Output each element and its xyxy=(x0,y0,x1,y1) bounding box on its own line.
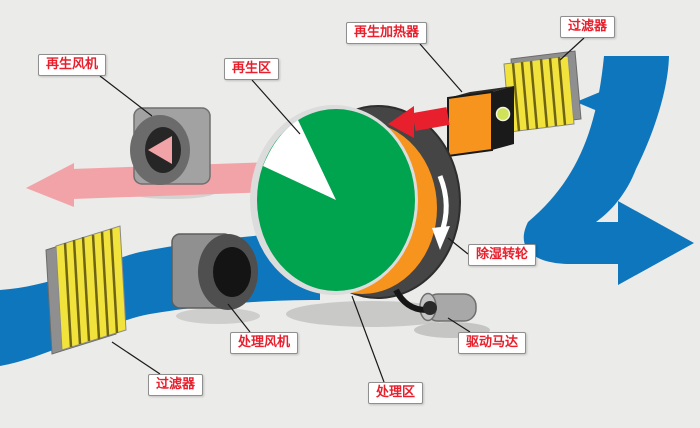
label-connectors xyxy=(99,37,585,383)
hot-air-arrow xyxy=(388,106,450,138)
regen-fan-flow-arrow xyxy=(148,136,172,164)
motor-pulley xyxy=(423,301,437,315)
filter-bottom-left xyxy=(45,225,127,355)
label-process-zone: 处理区 xyxy=(368,382,424,404)
label-filter-bottom: 过滤器 xyxy=(148,374,204,396)
label-desiccant-wheel: 除湿转轮 xyxy=(468,244,537,266)
label-regen-zone: 再生区 xyxy=(224,58,280,80)
label-regen-fan: 再生风机 xyxy=(38,54,107,76)
label-regen-heater: 再生加热器 xyxy=(346,22,428,44)
desiccant-wheel xyxy=(250,105,461,299)
label-process-fan: 处理风机 xyxy=(230,332,299,354)
heater-indicator-light xyxy=(495,106,511,122)
wheel-regen-sector xyxy=(263,120,336,200)
process-fan xyxy=(171,233,258,310)
regen-fan xyxy=(130,107,211,185)
label-drive-motor: 驱动马达 xyxy=(458,332,527,354)
wheel-rotation-arrowhead xyxy=(432,226,450,250)
regen-air-inlet-arrow xyxy=(576,92,617,112)
drive-belt xyxy=(393,288,427,313)
filter-top-right xyxy=(503,50,582,133)
dry-air-outlet-arrow xyxy=(523,56,694,285)
drive-motor xyxy=(393,288,477,322)
regen-heater xyxy=(447,86,514,158)
label-filter-top: 过滤器 xyxy=(560,16,616,38)
